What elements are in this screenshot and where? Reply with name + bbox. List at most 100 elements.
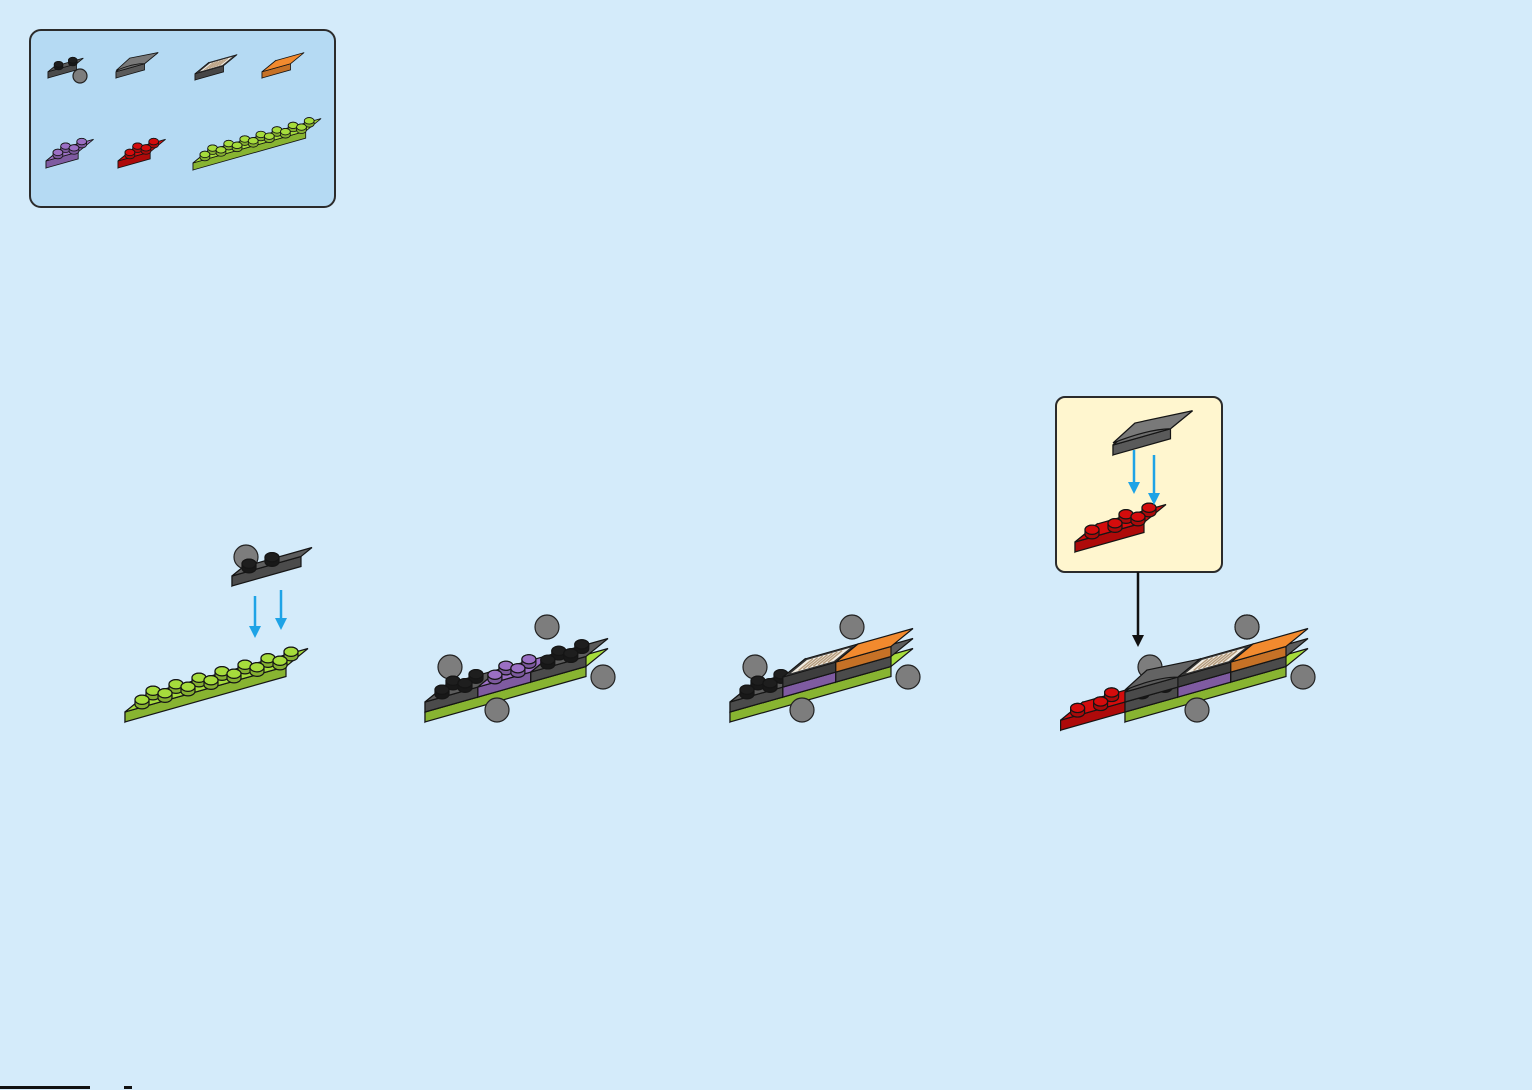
step-1 <box>124 544 313 724</box>
blue-arrow-head <box>1148 493 1160 505</box>
stud-top <box>563 648 579 659</box>
stud-top <box>199 150 211 159</box>
stud-top <box>140 144 152 152</box>
grille-slot <box>218 58 229 67</box>
orange-tile <box>1230 627 1309 674</box>
stud-top <box>540 654 556 666</box>
stud-top <box>296 123 307 131</box>
stud-top <box>68 144 80 152</box>
grille-tile <box>1177 643 1254 689</box>
stud-top <box>1107 518 1123 529</box>
gray-curved-slope-icon <box>115 52 159 79</box>
stud-top <box>457 678 473 689</box>
parts-list <box>45 52 322 171</box>
black-arrow-head <box>1132 635 1144 647</box>
grille-slot <box>822 651 838 665</box>
brick-top <box>261 52 305 73</box>
stud-top <box>468 669 484 680</box>
black-plate-wheel-holder-icon <box>47 56 84 79</box>
footer-mark <box>124 1086 132 1089</box>
grille-slot <box>211 60 221 69</box>
stud-top <box>247 137 259 145</box>
grille-slot <box>1202 655 1219 669</box>
wheel-icon <box>1184 697 1210 723</box>
gray-curved-slope <box>1112 410 1193 457</box>
wheel-icon <box>484 697 510 723</box>
step-2 <box>424 614 616 724</box>
brick-top <box>1230 627 1309 663</box>
stud-top <box>231 141 243 149</box>
stud-top <box>1084 524 1100 535</box>
purple-plate-2x2-icon <box>45 137 94 169</box>
stud-top <box>203 675 219 686</box>
grille-slot <box>827 650 843 663</box>
grille-slot <box>213 59 224 68</box>
curved-slope-top <box>1112 410 1193 444</box>
footer-line <box>0 1086 90 1089</box>
wheel-icon <box>895 664 921 690</box>
stud-top <box>53 60 64 68</box>
brick-top <box>835 627 914 663</box>
stud-top <box>574 639 590 650</box>
wheel-icon <box>1234 614 1260 640</box>
stud-top <box>76 137 88 146</box>
grille-slot <box>817 652 833 666</box>
stud-top <box>1103 687 1120 698</box>
grille-slot <box>807 655 824 669</box>
grille-slot <box>1217 651 1233 665</box>
stud-top <box>148 137 160 146</box>
wheel-icon <box>1290 664 1316 690</box>
stud-top <box>280 128 291 136</box>
wheel-icon <box>742 654 768 680</box>
stud-top <box>1141 502 1157 513</box>
lime-plate <box>124 646 309 724</box>
stud-top <box>249 662 265 673</box>
stud-top <box>241 558 257 569</box>
grille-slot <box>802 656 819 670</box>
stud-top <box>521 654 537 665</box>
blue-arrow-head <box>275 618 287 630</box>
blue-arrow-head <box>249 626 261 638</box>
stud-top <box>303 117 315 125</box>
stud-top <box>487 669 503 681</box>
gray-curved-slope <box>1124 658 1201 704</box>
stud-top <box>510 663 526 674</box>
grille-slot <box>1207 654 1223 667</box>
grille-slot <box>1197 656 1214 670</box>
step-3 <box>729 614 921 724</box>
grille-slot <box>1222 650 1238 663</box>
curved-slope-top <box>115 52 159 71</box>
lime-plate-2x8-icon <box>192 117 322 171</box>
stud-top <box>272 655 288 666</box>
wheel-icon <box>437 654 463 680</box>
stud-top <box>283 646 299 657</box>
grille-slot <box>216 58 226 67</box>
stud-top <box>157 688 173 699</box>
stud-top <box>1130 511 1146 522</box>
stud-top <box>1069 702 1086 714</box>
stud-top <box>1092 696 1109 707</box>
grille-slot <box>1212 652 1228 666</box>
black-plate <box>530 637 609 684</box>
grille-tile-icon <box>194 54 238 81</box>
stud-top <box>124 148 136 157</box>
wheel-icon <box>534 614 560 640</box>
orange-tile <box>835 627 914 674</box>
stud-top <box>739 684 755 695</box>
wheel-holder-plate <box>231 546 313 588</box>
wheel-icon <box>72 68 88 84</box>
wheel-icon <box>839 614 865 640</box>
wheel-icon <box>789 697 815 723</box>
grille-slot <box>208 60 219 69</box>
stud-top <box>180 681 196 692</box>
orange-tile-icon <box>261 52 305 79</box>
stud-top <box>264 552 280 563</box>
callout-content <box>1074 410 1193 554</box>
blue-arrow-head <box>1128 482 1140 494</box>
stud-top <box>68 56 78 64</box>
stud-top <box>226 668 242 679</box>
grille-slot <box>1193 658 1209 672</box>
grille-slot <box>206 61 216 70</box>
stud-top <box>215 146 227 154</box>
grille-slot <box>798 658 814 672</box>
